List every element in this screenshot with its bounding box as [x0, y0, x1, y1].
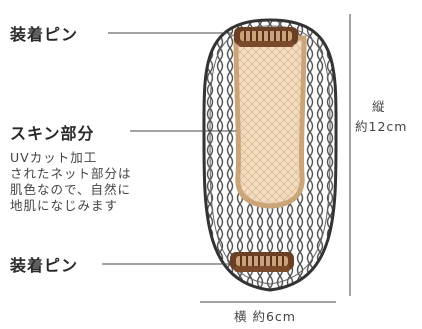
- skin-part-description: UVカット加工 されたネット部分は 肌色なので、自然に 地肌になじみます: [10, 150, 195, 214]
- skin-desc-line: 肌色なので、自然に: [10, 182, 132, 197]
- pin-bottom-label: 装着ピン: [10, 256, 79, 275]
- skin-desc-line: 地肌になじみます: [10, 198, 119, 213]
- pin-top-label: 装着ピン: [10, 25, 79, 44]
- skin-desc-line: UVカット加工: [10, 150, 98, 165]
- width-label: 横 約6cm: [234, 309, 296, 324]
- skin-part: [233, 35, 307, 209]
- skin-part-title: スキン部分: [10, 124, 95, 143]
- top-clip: [234, 27, 298, 47]
- skin-desc-line: されたネット部分は: [10, 166, 132, 181]
- height-label: 縦: [372, 99, 386, 114]
- height-value: 約12cm: [355, 119, 408, 134]
- bottom-clip: [230, 252, 294, 272]
